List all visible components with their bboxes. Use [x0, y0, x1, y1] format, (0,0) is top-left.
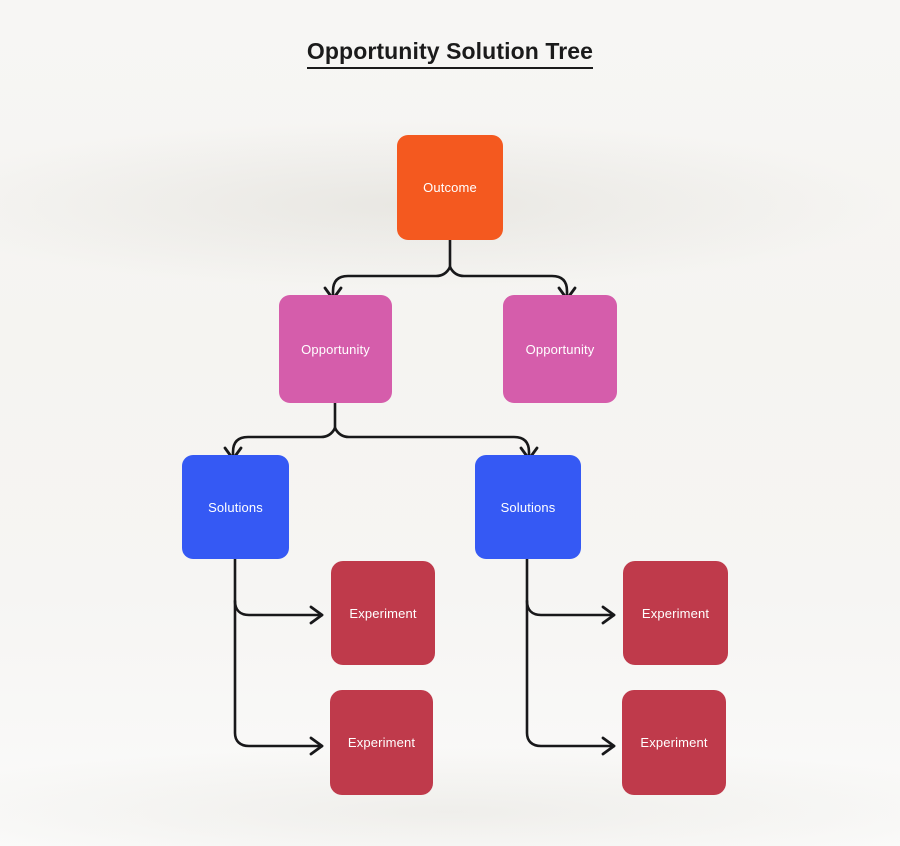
node-opportunity-1[interactable]: Opportunity: [279, 295, 392, 403]
edge-solution-1-trunk: [233, 557, 324, 748]
node-outcome[interactable]: Outcome: [397, 135, 503, 240]
edge-arrowhead-experiment-3: [601, 605, 616, 625]
node-label: Experiment: [349, 605, 417, 621]
node-label: Opportunity: [301, 341, 370, 357]
edge-arrowhead-experiment-2: [309, 736, 324, 756]
node-label: Experiment: [641, 605, 710, 621]
node-label: Outcome: [423, 180, 477, 195]
page-title-text: Opportunity Solution Tree: [306, 38, 594, 69]
node-experiment-1[interactable]: Experiment: [331, 561, 435, 665]
node-solutions-2[interactable]: Solutions: [475, 455, 581, 559]
node-experiment-4[interactable]: Experiment: [622, 690, 726, 795]
node-label: Solutions: [208, 499, 263, 515]
edge-solution-2-trunk: [525, 557, 616, 748]
node-label: Experiment: [347, 735, 416, 750]
node-label: Opportunity: [525, 341, 595, 357]
node-opportunity-2[interactable]: Opportunity: [503, 295, 617, 403]
edge-solution-1-to-experiment-1: [233, 599, 324, 617]
node-experiment-3[interactable]: Experiment: [623, 561, 728, 665]
node-experiment-2[interactable]: Experiment: [330, 690, 433, 795]
node-solutions-1[interactable]: Solutions: [182, 455, 289, 559]
edge-solution-2-to-experiment-3: [525, 599, 616, 617]
page-title: Opportunity Solution Tree: [0, 36, 900, 69]
edge-arrowhead-experiment-4: [601, 736, 616, 756]
edge-arrowhead-experiment-1: [309, 605, 324, 625]
node-label: Experiment: [640, 735, 708, 750]
node-label: Solutions: [500, 499, 556, 515]
